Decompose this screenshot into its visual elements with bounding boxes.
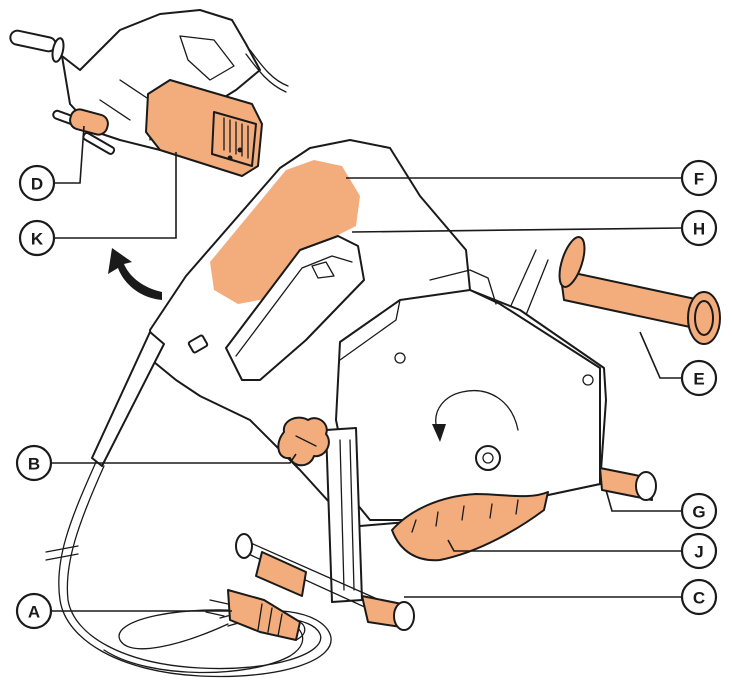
- svg-text:B: B: [28, 455, 40, 474]
- callout-f: F: [682, 161, 716, 195]
- leader-b: [52, 454, 296, 463]
- callout-d: D: [20, 166, 54, 200]
- blade-guard: [336, 290, 600, 520]
- power-plug: [206, 590, 305, 640]
- callout-h: H: [682, 211, 716, 245]
- svg-text:C: C: [693, 589, 705, 608]
- callout-j: J: [682, 534, 716, 568]
- callout-k: K: [20, 221, 54, 255]
- svg-text:K: K: [31, 230, 44, 249]
- leader-k: [55, 152, 176, 238]
- rear-foot: [600, 468, 656, 500]
- svg-text:D: D: [31, 175, 43, 194]
- callout-c: C: [682, 580, 716, 614]
- rotation-arrow-icon: [108, 248, 162, 300]
- main-machine-view: [46, 140, 720, 677]
- leader-d: [55, 126, 84, 183]
- callout-e: E: [682, 361, 716, 395]
- svg-text:H: H: [693, 220, 705, 239]
- svg-text:E: E: [693, 370, 704, 389]
- inset-side-handle: [9, 29, 65, 62]
- svg-text:F: F: [694, 170, 704, 189]
- callout-b: B: [17, 446, 51, 480]
- callout-a: A: [17, 594, 51, 628]
- depth-rail: [326, 428, 362, 602]
- callout-g: G: [682, 494, 716, 528]
- svg-text:G: G: [692, 503, 705, 522]
- svg-text:J: J: [694, 543, 703, 562]
- inset-machine-view: [9, 10, 288, 176]
- svg-text:A: A: [28, 603, 40, 622]
- leader-e: [640, 332, 682, 378]
